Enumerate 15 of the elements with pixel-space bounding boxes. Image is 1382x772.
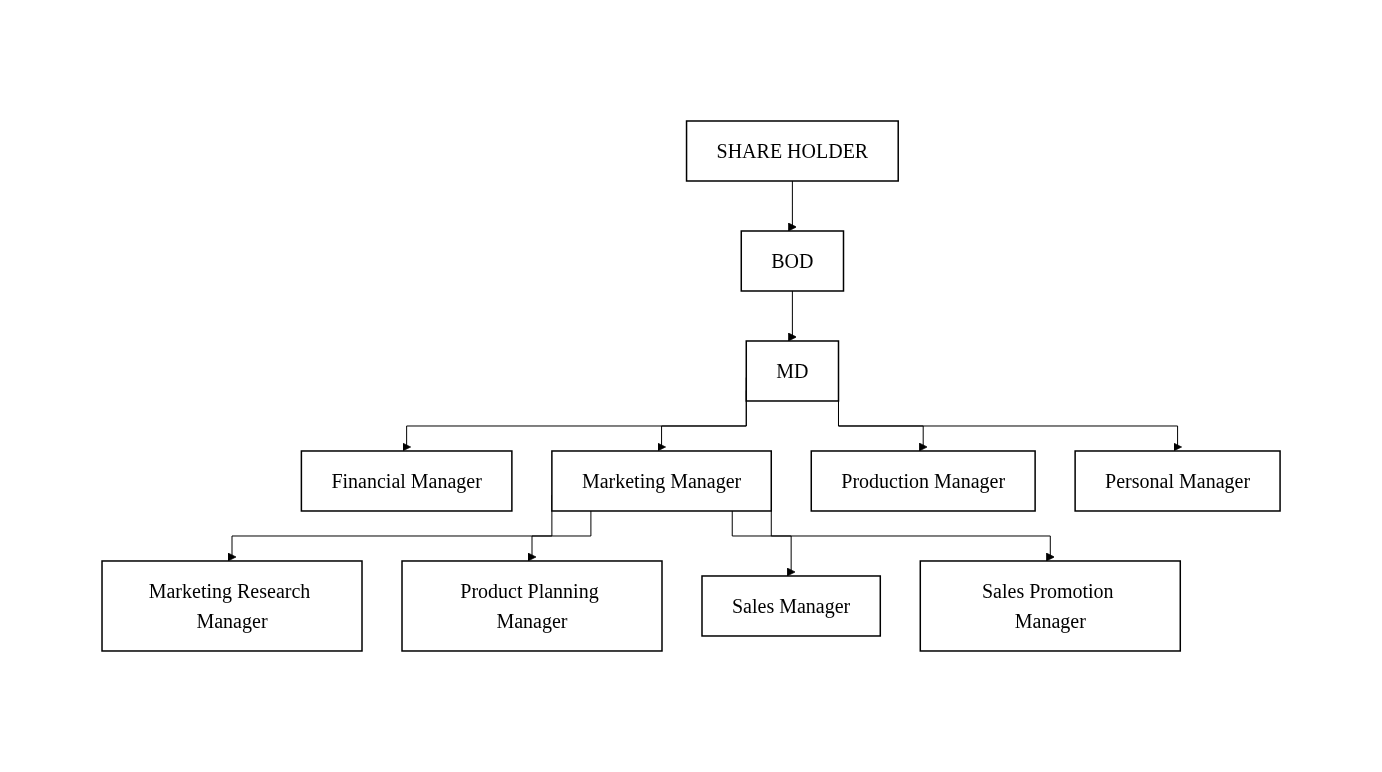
node-box: Sales Promotion Manager [919, 560, 1181, 652]
arrow [787, 180, 797, 232]
arrow [787, 290, 797, 342]
node-box: SHARE HOLDER [685, 120, 899, 182]
node-box: BOD [740, 230, 845, 292]
arrow [731, 510, 796, 577]
node-box: Marketing Research Manager [101, 560, 363, 652]
arrow [527, 510, 592, 562]
node-box: MD [745, 340, 840, 402]
node-box: Product Planning Manager [401, 560, 663, 652]
node-box: Financial Manager [300, 450, 513, 512]
node-box: Sales Manager [701, 575, 881, 637]
node-box: Marketing Manager [551, 450, 772, 512]
node-box: Production Manager [810, 450, 1036, 512]
node-box: Personal Manager [1074, 450, 1281, 512]
